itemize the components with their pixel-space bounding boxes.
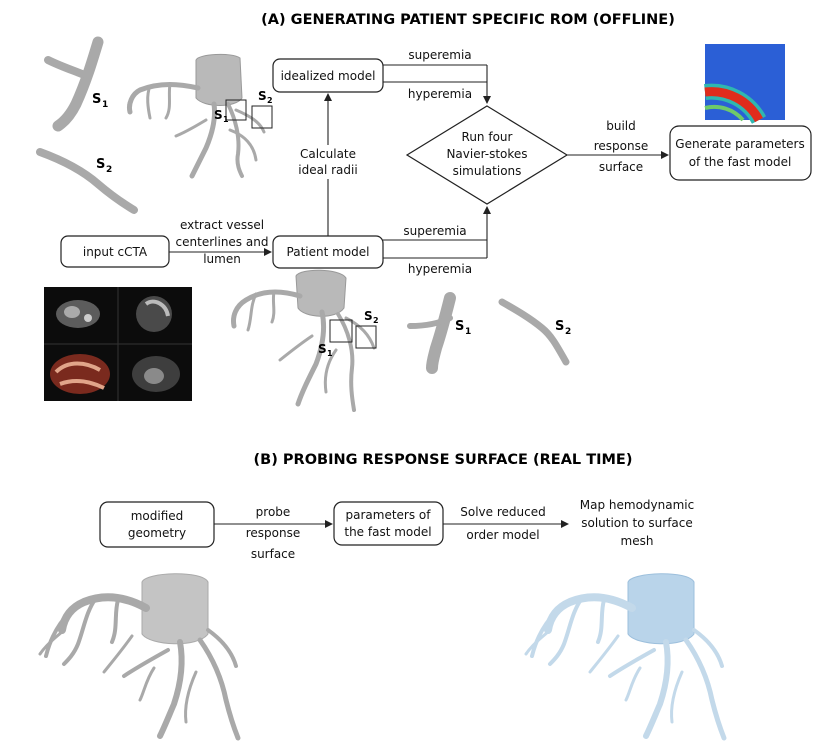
build-line-1: build <box>606 119 636 133</box>
ccta-scan-images <box>44 287 192 401</box>
title-realtime: (B) PROBING RESPONSE SURFACE (REAL TIME) <box>254 452 633 468</box>
calculate-label-bg <box>296 145 360 179</box>
segment-label-s1-sub: 1 <box>102 100 108 110</box>
map-line-3: mesh <box>621 534 654 548</box>
hemodynamic-solution-geometry <box>524 573 727 741</box>
region-box-s1-top <box>225 99 247 121</box>
region-box-s1-bottom <box>329 319 353 343</box>
segment-label-s2: S <box>96 157 105 172</box>
segment-label-s1: S <box>92 92 101 107</box>
probe-line-1: probe <box>256 505 291 519</box>
label-superemia-bottom: superemia <box>403 224 466 238</box>
region-label-s2-top-sub: 2 <box>267 96 273 105</box>
segment-label-s2-bottom-sub: 2 <box>565 327 571 337</box>
vessel-segment-s1-top: S 1 <box>44 36 108 132</box>
solve-line-2: order model <box>466 528 539 542</box>
patient-model-label: Patient model <box>287 245 370 259</box>
region-label-s2-bottom: S <box>364 309 373 323</box>
input-ccta-label: input cCTA <box>83 245 148 259</box>
solve-line-1: Solve reduced <box>460 505 545 519</box>
modified-coronary-geometry <box>38 573 241 741</box>
patient-model-box <box>272 235 384 269</box>
modified-line-2: geometry <box>128 526 186 540</box>
modified-line-1: modified <box>131 509 184 523</box>
map-line-1: Map hemodynamic <box>580 498 694 512</box>
vessel-segment-s2-bottom: S 2 <box>498 298 571 366</box>
probe-line-2: response <box>246 526 301 540</box>
build-line-3: surface <box>599 160 643 174</box>
segment-label-s2-sub: 2 <box>106 165 112 175</box>
idealized-model-label: idealized model <box>281 69 376 83</box>
patient-coronary-geometry <box>231 269 376 412</box>
generate-line-2: of the fast model <box>689 155 792 169</box>
region-label-s2-top: S <box>258 89 267 103</box>
segment-label-s1-bottom-sub: 1 <box>465 327 471 337</box>
probe-line-3: surface <box>251 547 295 561</box>
region-box-s2-bottom <box>355 325 377 349</box>
response-surface-heatmap <box>704 44 785 125</box>
idealized-model-box <box>272 58 384 93</box>
vessel-segment-s1-bottom: S 1 <box>407 292 471 374</box>
idealized-coronary-geometry <box>127 53 266 179</box>
build-line-2: response <box>594 139 649 153</box>
label-hyperemia-top: hyperemia <box>408 87 472 101</box>
region-label-s1-bottom-sub: 1 <box>327 349 333 358</box>
extract-line-1: extract vessel <box>180 218 264 232</box>
calculate-line-2: ideal radii <box>298 163 357 177</box>
region-label-s1-bottom: S <box>318 342 327 356</box>
region-box-s2-top <box>251 105 273 129</box>
params-line-1: parameters of <box>346 508 432 522</box>
region-label-s2-bottom-sub: 2 <box>373 316 379 325</box>
params-line-2: the fast model <box>344 525 431 539</box>
map-line-2: solution to surface <box>581 516 693 530</box>
run-line-3: simulations <box>453 164 522 178</box>
run-line-1: Run four <box>462 130 513 144</box>
label-hyperemia-bottom: hyperemia <box>408 262 472 276</box>
vessel-segment-s2-top: S 2 <box>36 148 138 214</box>
region-label-s1-top: S <box>214 108 223 122</box>
run-simulations-diamond <box>405 105 569 205</box>
title-offline: (A) GENERATING PATIENT SPECIFIC ROM (OFF… <box>261 12 675 28</box>
segment-label-s1-bottom: S <box>455 319 464 334</box>
run-line-2: Navier-stokes <box>446 147 527 161</box>
extract-line-2: centerlines and <box>176 235 269 249</box>
label-superemia-top: superemia <box>408 48 471 62</box>
generate-parameters-box <box>669 125 812 181</box>
calculate-line-1: Calculate <box>300 147 356 161</box>
region-label-s1-top-sub: 1 <box>223 115 229 124</box>
generate-line-1: Generate parameters <box>675 137 804 151</box>
extract-line-3: lumen <box>203 252 241 266</box>
segment-label-s2-bottom: S <box>555 319 564 334</box>
